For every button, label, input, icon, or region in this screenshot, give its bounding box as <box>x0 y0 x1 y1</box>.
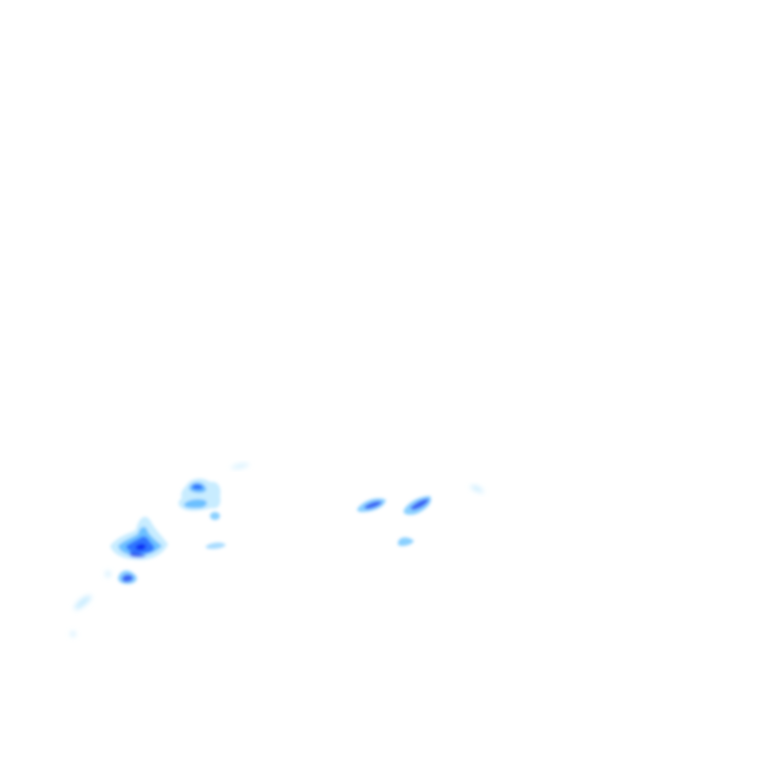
echo-cell-cluster-nw-gap <box>204 491 212 503</box>
echo-streak-north-band <box>230 463 250 469</box>
echo-cell-east-a-core <box>364 501 382 509</box>
echo-cell-cluster-nw <box>178 478 221 511</box>
echo-cell-east-b <box>403 496 432 515</box>
echo-cell-large-tail <box>130 552 146 558</box>
echo-cell-small-south <box>118 570 137 584</box>
echo-cell-east-small-blob <box>398 537 414 546</box>
echo-cell-east-a <box>357 498 386 512</box>
echo-cell-tiny-nw <box>210 512 220 520</box>
echo-trail-west <box>70 571 111 637</box>
echo-cell-large <box>110 516 168 560</box>
echo-trail-west-fleck <box>105 571 111 577</box>
echo-cell-east-b-core <box>410 498 429 510</box>
echo-cell-cluster-nw-mid-b <box>184 499 207 508</box>
echo-cell-east-small <box>398 537 414 546</box>
echo-streak-east <box>470 485 484 493</box>
echo-cell-tiny-nw-blob <box>210 512 220 520</box>
echo-trail-west-dot <box>70 631 76 637</box>
echo-cell-small-south-core <box>122 574 134 582</box>
echo-smear-central-band <box>206 542 226 549</box>
echo-streak-east-band <box>470 485 484 493</box>
echo-cell-cluster-nw-heavy <box>192 484 203 490</box>
echo-cell-large-core <box>135 543 146 551</box>
echo-streak-north <box>230 463 250 469</box>
echo-smear-central <box>206 542 226 549</box>
echo-trail-west-band <box>74 595 92 610</box>
